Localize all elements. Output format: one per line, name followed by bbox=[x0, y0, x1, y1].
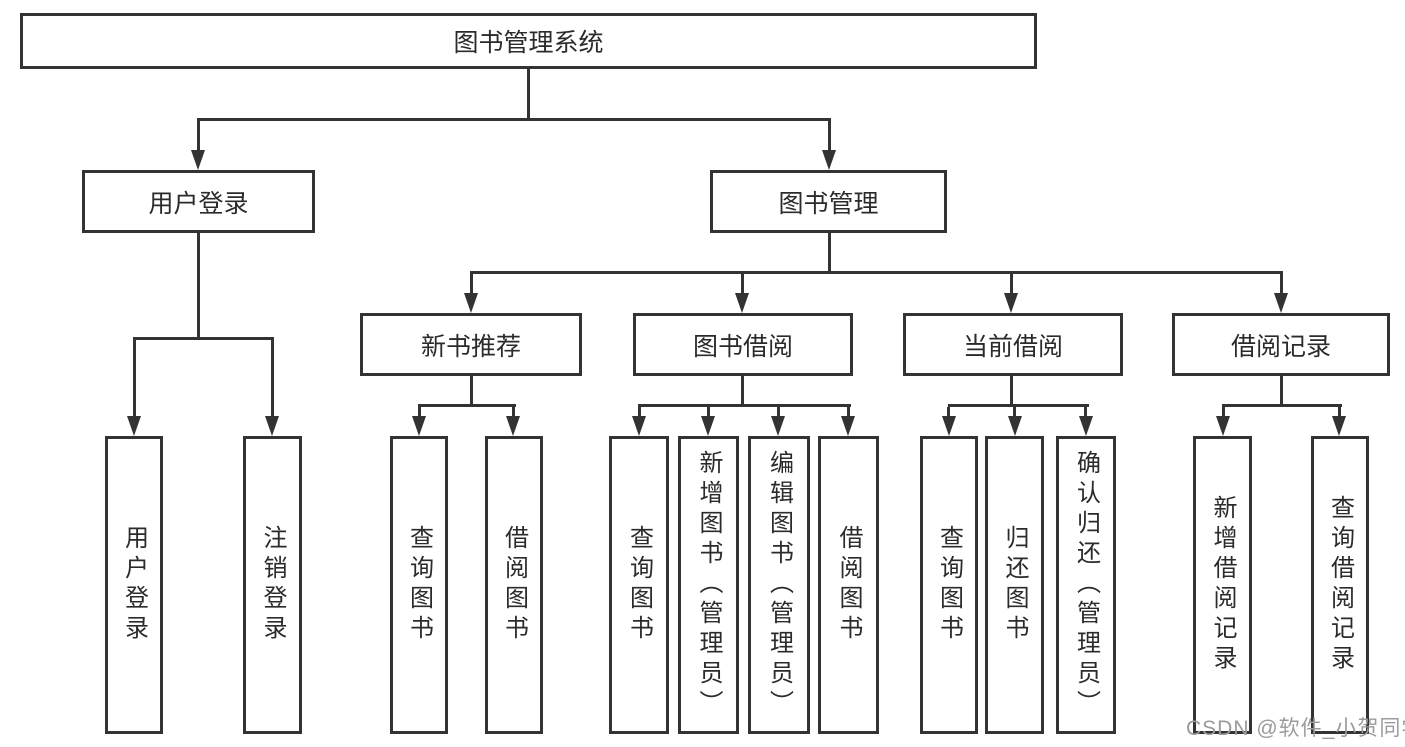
node-current-borrowing: 当前借阅 bbox=[903, 313, 1123, 376]
arrow-down-icon bbox=[1079, 416, 1093, 436]
connector-line bbox=[638, 404, 851, 407]
arrow-down-icon bbox=[841, 416, 855, 436]
connector-line bbox=[828, 118, 831, 153]
connector-line bbox=[948, 404, 1089, 407]
arrow-down-icon bbox=[942, 416, 956, 436]
connector-line bbox=[947, 407, 950, 419]
leaf-add-borrow-record: 新增借阅记录 bbox=[1193, 436, 1252, 734]
connector-line bbox=[777, 407, 780, 419]
arrow-down-icon bbox=[701, 416, 715, 436]
node-user-login: 用户登录 bbox=[82, 170, 315, 233]
arrow-down-icon bbox=[771, 416, 785, 436]
arrow-down-icon bbox=[735, 293, 749, 313]
leaf-logout-login: 注销登录 bbox=[243, 436, 302, 734]
arrow-down-icon bbox=[1274, 293, 1288, 313]
connector-line bbox=[1010, 376, 1013, 407]
connector-line bbox=[847, 407, 850, 419]
connector-line bbox=[133, 340, 136, 418]
arrow-down-icon bbox=[412, 416, 426, 436]
connector-line bbox=[197, 118, 200, 153]
connector-line bbox=[470, 274, 473, 296]
leaf-add-books-admin: 新增图书（管理员） bbox=[678, 436, 739, 734]
arrow-down-icon bbox=[1008, 416, 1022, 436]
connector-line bbox=[741, 376, 744, 407]
arrow-down-icon bbox=[1216, 416, 1230, 436]
leaf-query-books-borrow: 查询图书 bbox=[609, 436, 669, 734]
connector-line bbox=[418, 407, 421, 419]
connector-line bbox=[1280, 274, 1283, 296]
arrow-down-icon bbox=[464, 293, 478, 313]
connector-line bbox=[512, 407, 515, 419]
connector-line bbox=[1084, 407, 1087, 419]
connector-line bbox=[197, 233, 200, 340]
arrow-down-icon bbox=[1004, 293, 1018, 313]
connector-line bbox=[1010, 274, 1013, 296]
csdn-watermark: CSDN @软件_小贺同学 bbox=[1186, 717, 1405, 740]
connector-line bbox=[197, 118, 831, 121]
connector-line bbox=[470, 376, 473, 407]
connector-line bbox=[707, 407, 710, 419]
connector-line bbox=[1338, 407, 1341, 419]
leaf-edit-books-admin: 编辑图书（管理员） bbox=[748, 436, 810, 734]
connector-line bbox=[470, 271, 1283, 274]
node-borrowing-records: 借阅记录 bbox=[1172, 313, 1390, 376]
arrow-down-icon bbox=[632, 416, 646, 436]
node-new-book-recommend: 新书推荐 bbox=[360, 313, 582, 376]
leaf-confirm-return-admin: 确认归还（管理员） bbox=[1056, 436, 1116, 734]
connector-line bbox=[638, 407, 641, 419]
connector-line bbox=[271, 340, 274, 418]
connector-line bbox=[1222, 404, 1342, 407]
arrow-down-icon bbox=[822, 150, 836, 170]
leaf-borrow-books-recommend: 借阅图书 bbox=[485, 436, 543, 734]
node-book-management: 图书管理 bbox=[710, 170, 947, 233]
leaf-return-books: 归还图书 bbox=[985, 436, 1044, 734]
leaf-user-login: 用户登录 bbox=[105, 436, 163, 734]
leaf-borrow-books: 借阅图书 bbox=[818, 436, 879, 734]
connector-line bbox=[741, 274, 744, 296]
node-root: 图书管理系统 bbox=[20, 13, 1037, 69]
connector-line bbox=[133, 337, 274, 340]
node-book-borrowing: 图书借阅 bbox=[633, 313, 853, 376]
connector-line bbox=[527, 69, 530, 120]
connector-line bbox=[828, 233, 831, 274]
connector-line bbox=[1222, 407, 1225, 419]
arrow-down-icon bbox=[191, 150, 205, 170]
leaf-query-books-recommend: 查询图书 bbox=[390, 436, 448, 734]
arrow-down-icon bbox=[127, 416, 141, 436]
connector-line bbox=[1280, 376, 1283, 407]
connector-line bbox=[1013, 407, 1016, 419]
arrow-down-icon bbox=[265, 416, 279, 436]
leaf-query-borrow-record: 查询借阅记录 bbox=[1311, 436, 1369, 734]
leaf-query-books-current: 查询图书 bbox=[920, 436, 978, 734]
arrow-down-icon bbox=[1332, 416, 1346, 436]
connector-line bbox=[418, 404, 516, 407]
arrow-down-icon bbox=[506, 416, 520, 436]
